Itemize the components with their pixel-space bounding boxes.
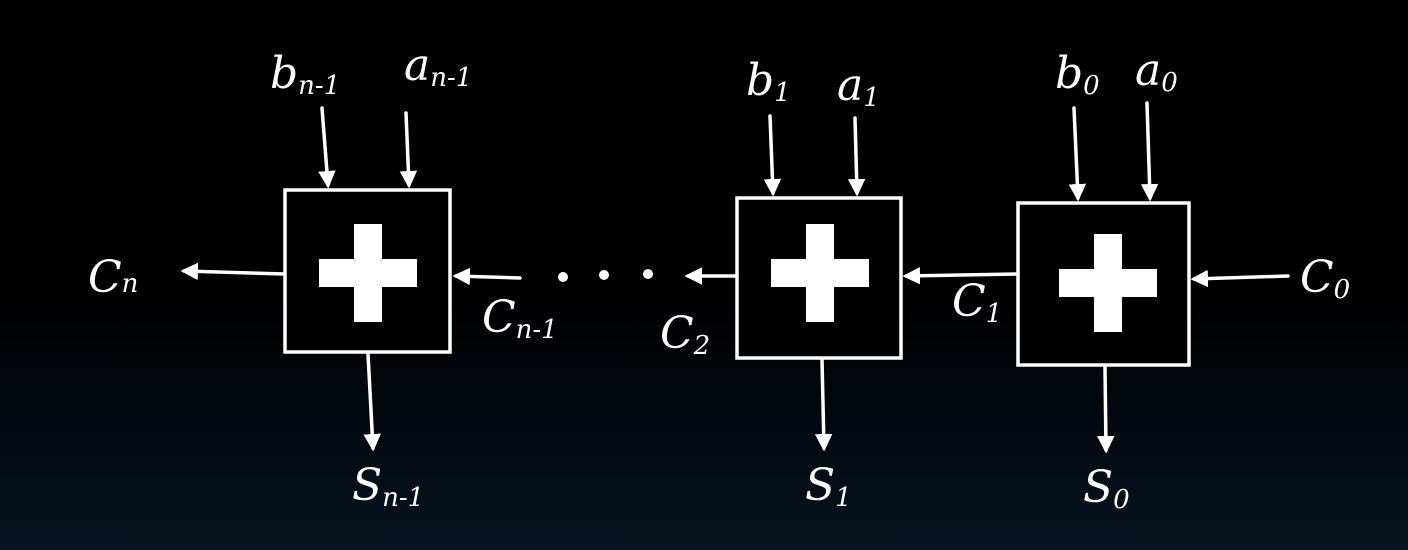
sum-label: S1 bbox=[805, 460, 852, 513]
sum-label: S0 bbox=[1083, 462, 1130, 515]
plus-icon bbox=[1059, 234, 1157, 332]
ellipsis-dot bbox=[558, 272, 568, 282]
ellipsis-dots bbox=[558, 269, 653, 282]
carry-in-wire bbox=[452, 267, 522, 286]
carry-in-wire bbox=[1190, 269, 1290, 288]
input-b-label: b0 bbox=[1055, 48, 1100, 101]
adder-0: b0 a0 S0 C0 bbox=[902, 45, 1350, 515]
input-a-label: an-1 bbox=[404, 40, 472, 93]
carry-out-label: C2 bbox=[660, 308, 710, 361]
ellipsis-dot bbox=[599, 270, 609, 280]
plus-icon bbox=[771, 224, 869, 322]
sum-wire bbox=[1097, 365, 1115, 454]
carry-in-label: C1 bbox=[952, 276, 1002, 329]
adder-1: b1 a1 S1 C2 C1 bbox=[660, 55, 1002, 513]
carry-in-label: Cn-1 bbox=[482, 292, 558, 345]
input-a-label: a1 bbox=[837, 60, 880, 113]
sum-wire bbox=[363, 352, 381, 452]
input-a-wire bbox=[1140, 101, 1159, 202]
carry-out-wire bbox=[180, 262, 287, 281]
ellipsis-dot bbox=[643, 269, 653, 279]
sum-label: Sn-1 bbox=[352, 460, 424, 513]
carry-in-label: C0 bbox=[1300, 252, 1350, 305]
adder-n-minus-1: bn-1 an-1 Sn-1 Cn Cn-1 bbox=[88, 40, 558, 513]
sum-wire bbox=[814, 358, 833, 452]
input-b-wire bbox=[318, 106, 336, 189]
carry-out-label: Cn bbox=[88, 252, 138, 303]
input-b-wire bbox=[1068, 106, 1087, 202]
carry-1-wire bbox=[902, 267, 1020, 285]
plus-icon bbox=[319, 224, 417, 322]
input-a-wire bbox=[847, 116, 866, 197]
input-a-wire bbox=[399, 111, 418, 189]
input-b-label: bn-1 bbox=[270, 48, 340, 101]
input-a-label: a0 bbox=[1135, 45, 1178, 98]
input-b-label: b1 bbox=[746, 55, 791, 108]
input-b-wire bbox=[763, 114, 782, 197]
